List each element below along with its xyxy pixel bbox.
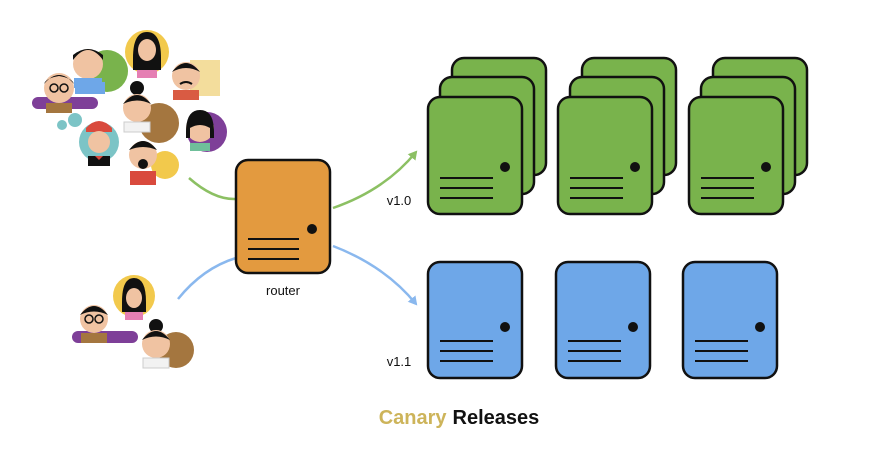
server-icon xyxy=(556,95,654,216)
title-canary: Canary xyxy=(379,407,448,429)
people-group-icon xyxy=(32,30,227,185)
v1-1-label: v1.1 xyxy=(387,354,412,369)
server-icon xyxy=(426,260,524,380)
people-group-small-icon xyxy=(72,275,194,369)
server-icon xyxy=(687,95,785,216)
v1-1-server-group xyxy=(426,260,779,380)
arrow-icon xyxy=(177,256,237,300)
server-icon xyxy=(681,260,779,380)
router-label: router xyxy=(266,283,301,298)
v1-0-label: v1.0 xyxy=(387,193,412,208)
router-server-icon xyxy=(234,158,332,275)
title-releases: Releases xyxy=(453,407,540,429)
arrow-icon xyxy=(332,150,418,210)
arrow-icon xyxy=(188,177,237,201)
v1-0-server-group xyxy=(426,56,809,216)
server-stack xyxy=(556,56,678,216)
server-icon xyxy=(426,95,524,216)
arrow-icon xyxy=(332,244,418,306)
server-icon xyxy=(554,260,652,380)
server-stack xyxy=(426,56,548,216)
server-stack xyxy=(687,56,809,216)
